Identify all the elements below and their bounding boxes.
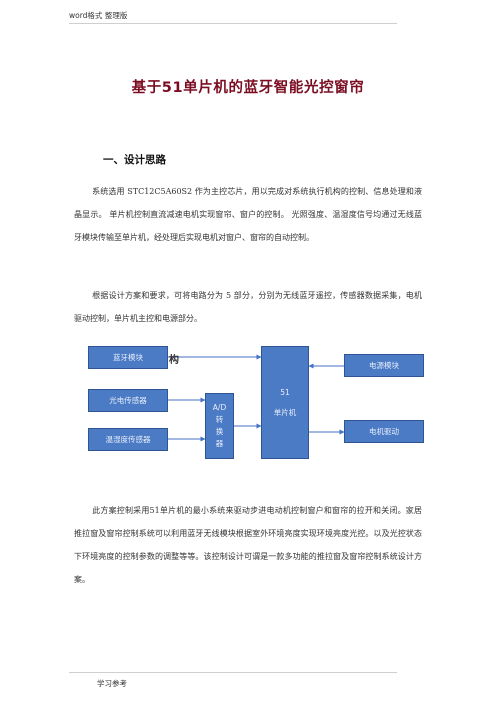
ghost-text: 构: [169, 355, 179, 366]
humidity-sensor-box: 温湿度传感器: [88, 428, 168, 451]
header-rule: [69, 23, 397, 24]
ad-label-line-1: A/D: [212, 403, 227, 412]
paragraph-circuit-parts: 根据设计方案和要求，可将电路分为 5 部分，分别为无线蓝牙遥控，传感器数据采集，…: [74, 291, 422, 323]
page-footer: 学习参考: [97, 679, 127, 688]
document-title: 基于51单片机的蓝牙智能光控窗帘: [131, 80, 365, 96]
power-module-box: 电源模块: [344, 354, 424, 377]
paragraph-control-scheme: 此方案控制采用51单片机的最小系统来驱动步进电动机控制窗户和窗帘的拉开和关闭。家…: [74, 506, 422, 584]
mcu-box: 51 单片机: [261, 346, 309, 459]
ad-label-line-4: 器: [215, 439, 224, 448]
footer-rule: [69, 672, 397, 673]
mcu-label-line-1: 51: [280, 387, 290, 397]
page-header: word格式 整理版: [69, 11, 128, 20]
ad-label-line-3: 换: [215, 427, 224, 436]
ad-converter-box: A/D 转 换 器: [205, 393, 234, 459]
diagram-arrows: [168, 354, 345, 442]
ad-label-line-2: 转: [215, 415, 224, 424]
bluetooth-module-box: 蓝牙模块: [88, 346, 168, 369]
section-heading: 一、设计思路: [103, 154, 166, 166]
motor-driver-box: 电机驱动: [344, 420, 424, 443]
optical-sensor-box: 光电传感器: [88, 389, 168, 412]
paragraph-system-selection: 系统选用 STC12C5A60S2 作为主控芯片，用以完成对系统执行机构的控制、…: [74, 187, 422, 242]
block-diagram: 蓝牙模块 构 光电传感器 温湿度传感器 A/D 转 换 器 51 单片机 电源模…: [76, 336, 428, 468]
mcu-label-line-2: 单片机: [273, 407, 297, 417]
